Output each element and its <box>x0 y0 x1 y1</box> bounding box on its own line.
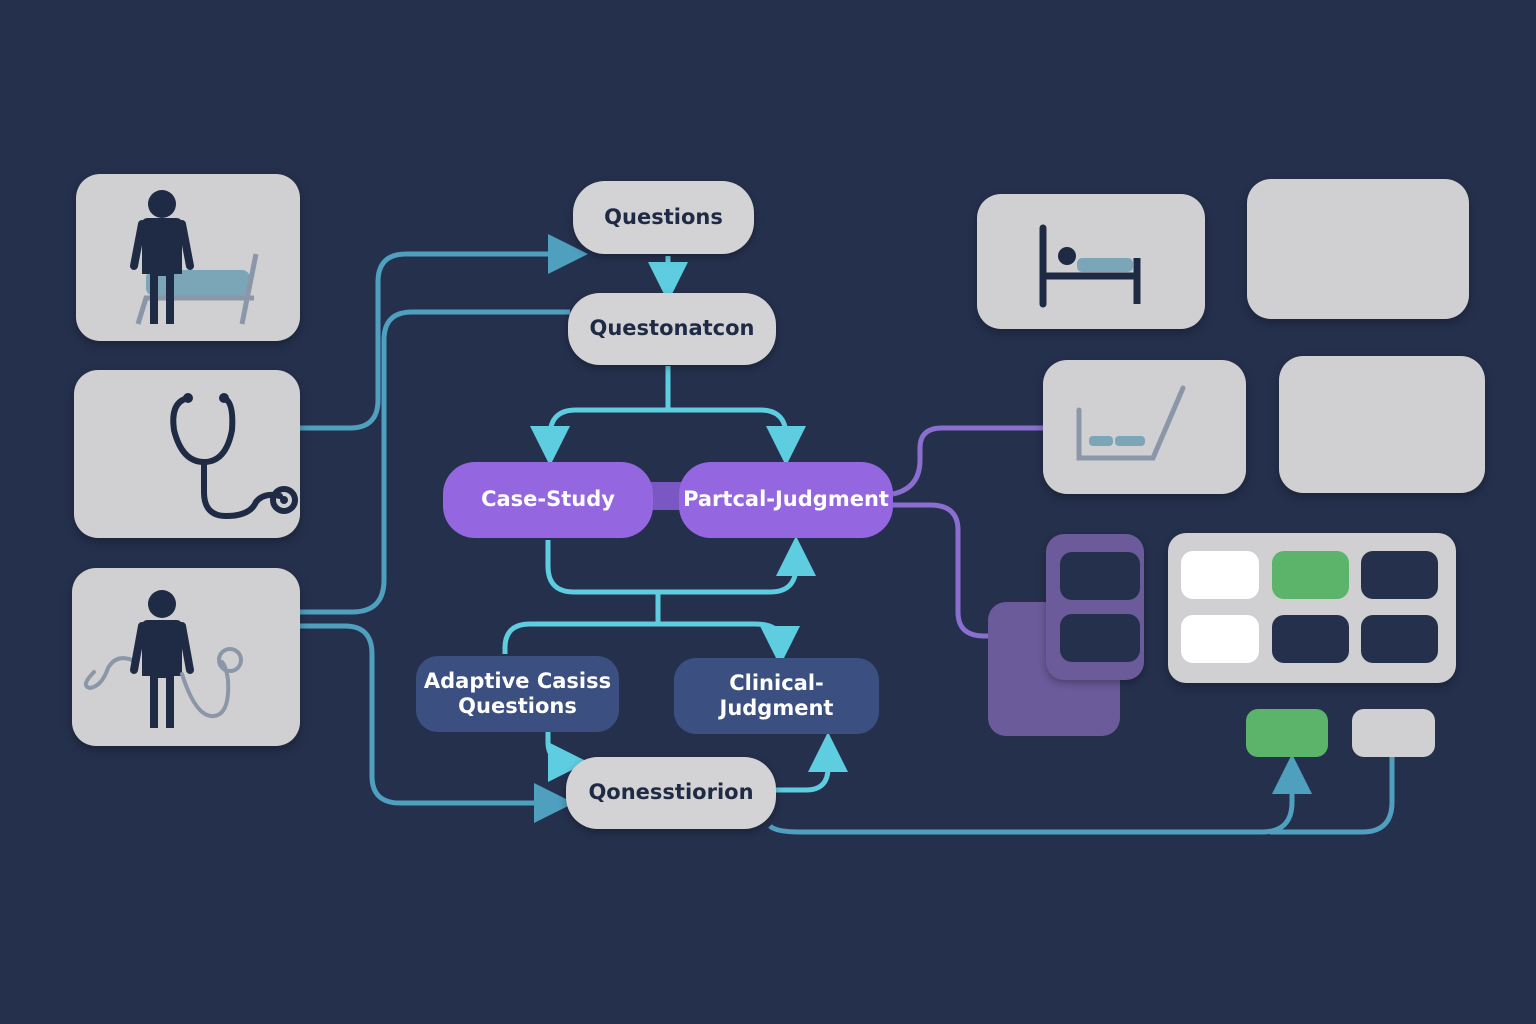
grid-tile-dark-2[interactable] <box>1272 615 1349 663</box>
connector-tiles-return <box>1270 756 1395 835</box>
stack-slot-1[interactable] <box>1060 552 1140 600</box>
questions-node[interactable]: Questions <box>573 181 754 254</box>
questonatcon-node[interactable]: Questonatcon <box>568 293 776 365</box>
connector-card3-to-questonatcon <box>300 309 570 615</box>
blank-card-top-right <box>1247 179 1469 319</box>
grid-tile-white-1[interactable] <box>1181 551 1259 599</box>
grid-tile-green[interactable] <box>1272 551 1349 599</box>
connector-partcal-to-stack <box>893 502 1046 639</box>
connector-qonesstiorion-to-clinical <box>776 732 848 793</box>
small-tile-green[interactable] <box>1246 709 1328 757</box>
patient-with-stethoscope-icon <box>83 590 243 728</box>
adaptive-questions-node[interactable]: Adaptive Casiss Questions <box>416 656 619 732</box>
connector-card2-to-questions <box>300 234 588 431</box>
adaptive-node-line-1: Adaptive Casiss <box>423 668 612 693</box>
stack-slot-2[interactable] <box>1060 614 1140 662</box>
stethoscope-card <box>74 370 300 538</box>
qonesstiorion-node[interactable]: Qonesstiorion <box>566 757 776 829</box>
reclined-bed-card <box>1043 360 1246 494</box>
connector-split2-to-clinical <box>658 621 800 666</box>
grid-tile-dark-1[interactable] <box>1361 551 1438 599</box>
patient-with-bed-icon <box>130 190 259 325</box>
stethoscope-icon <box>170 393 298 520</box>
hospital-bed-icon <box>1039 224 1141 308</box>
patient-bed-card <box>76 174 300 341</box>
connector-split-to-partcal <box>668 407 806 466</box>
blank-card-mid-right <box>1279 356 1485 493</box>
connector-card3-to-qonesstiorion <box>300 623 574 823</box>
connector-split2-to-adaptive <box>502 621 658 654</box>
case-study-node[interactable]: Case-Study <box>443 462 653 538</box>
partcal-judgment-node[interactable]: Partcal-Judgment <box>679 462 893 538</box>
hospital-bed-card <box>977 194 1205 329</box>
clinical-judgment-node[interactable]: Clinical-Judgment <box>674 658 879 734</box>
connector-split-to-case-study <box>530 407 668 466</box>
connector-partcal-to-reclined-bed <box>892 425 1044 497</box>
connector-adaptive-to-qonesstiorion <box>545 732 588 782</box>
grid-tile-white-2[interactable] <box>1181 615 1259 663</box>
adaptive-node-line-2: Questions <box>458 694 577 718</box>
grid-tile-dark-3[interactable] <box>1361 615 1438 663</box>
connector-case-study-to-partcal <box>545 536 816 595</box>
reclined-bed-icon <box>1076 385 1186 461</box>
connector-qonesstiorion-to-tiles <box>768 754 1312 835</box>
patient-stethoscope-card <box>72 568 300 746</box>
small-tile-grey[interactable] <box>1352 709 1435 757</box>
